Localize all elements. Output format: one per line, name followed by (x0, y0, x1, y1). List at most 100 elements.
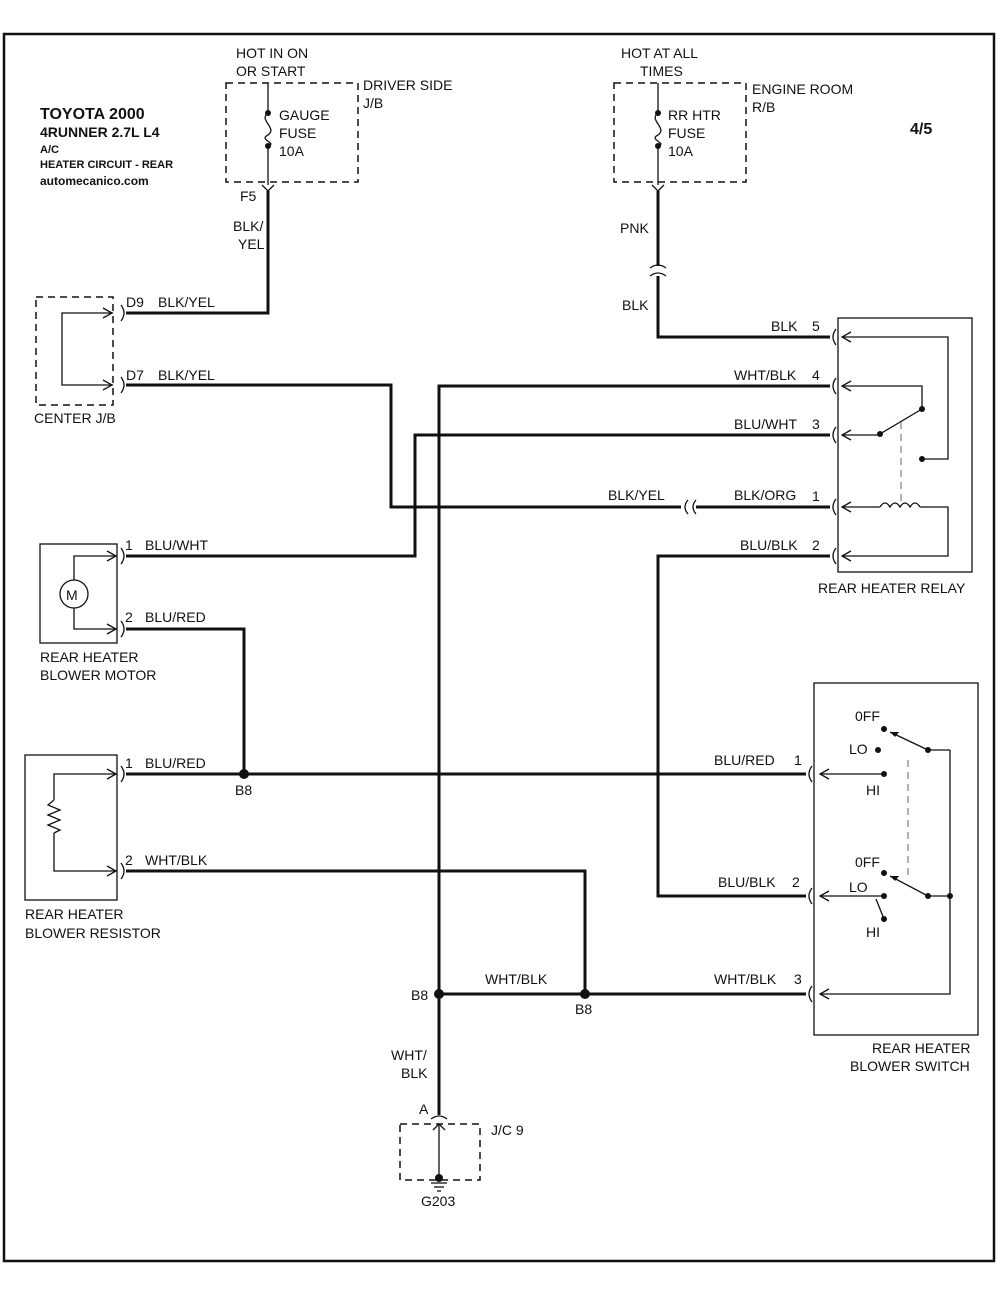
engine-rb-connector-icon (651, 184, 665, 192)
resistor-pin2-arrow-icon (106, 865, 118, 877)
motor-pin2-arrow-icon (106, 623, 118, 635)
driver-jb-name-line2: J/B (363, 95, 383, 111)
switch2-lo-label: LO (849, 879, 868, 895)
wire-label-sw1: BLU/RED (714, 752, 775, 768)
resistor-pin1-connector-icon (120, 765, 125, 783)
driver-jb-power-line2: OR START (236, 63, 306, 79)
wire-label-relay5: BLK (771, 318, 798, 334)
driver-jb-box (225, 82, 359, 183)
wire-to-relay-5 (656, 276, 830, 339)
gauge-fuse-symbol (264, 112, 272, 147)
ground-label: G203 (421, 1193, 455, 1209)
circuit-label: HEATER CIRCUIT - REAR (40, 159, 173, 171)
relay1-inline-connector-left-icon (684, 499, 689, 515)
splice-b8-left-label: B8 (411, 987, 428, 1003)
jc9-box (399, 1123, 481, 1181)
page-number: 4/5 (910, 121, 932, 138)
wire-label-blk-yel-vert-2: YEL (238, 236, 265, 252)
relay-no-contact (877, 431, 883, 437)
wire-label-sw3: WHT/BLK (714, 971, 777, 987)
relay-pin4-internal (842, 385, 923, 409)
relay-pin4-label: 4 (812, 367, 820, 383)
rr-htr-fuse-label-1: RR HTR (668, 107, 721, 123)
wire-label-blk-yel-vert-1: BLK/ (233, 218, 263, 234)
relay-pin4-connector-icon (832, 377, 837, 395)
wire-label-relay3: BLU/WHT (734, 416, 797, 432)
rr-htr-fuse-label-2: FUSE (668, 125, 705, 141)
splice-b8-top-label: B8 (235, 782, 252, 798)
relay1-inline-connector-right-icon (692, 499, 697, 515)
d9-pin-label: D9 (126, 294, 144, 310)
resistor-pin1-label: 1 (125, 755, 133, 771)
switch2-off-contact (881, 870, 887, 876)
wire-label-sw2: BLU/BLK (718, 874, 776, 890)
engine-rb-box (613, 82, 747, 183)
switch-name-line1: REAR HEATER (872, 1040, 971, 1056)
switch-pin2-connector-icon (808, 887, 813, 905)
resistor-lead-bottom (53, 833, 117, 872)
rr-htr-fuse-label-3: 10A (668, 143, 694, 159)
gauge-fuse-label-3: 10A (279, 143, 305, 159)
relay-coil-lead-right (842, 506, 949, 557)
motor-pin2-connector-icon (120, 620, 125, 638)
pnk-blk-connector-bottom-icon (649, 272, 667, 277)
wire-label-motor2: BLU/RED (145, 609, 206, 625)
center-jb-name: CENTER J/B (34, 410, 116, 426)
motor-pin2-label: 2 (125, 609, 133, 625)
relay-pin-markers (832, 328, 852, 565)
wire-d7-to-relay-1 (126, 383, 681, 509)
center-jb-internal-link (61, 312, 113, 386)
wire-f5-to-d9 (126, 191, 270, 315)
diagram-title: TOYOTA 2000 (40, 106, 145, 123)
wire-label-motor1: BLU/WHT (145, 537, 208, 553)
wire-relay4-wht-blk (437, 384, 830, 994)
motor-pin1-label: 1 (125, 537, 133, 553)
switch-pin3-label: 3 (794, 971, 802, 987)
resistor-pin2-label: 2 (125, 852, 133, 868)
switch-pin2-label: 2 (792, 874, 800, 890)
wire-label-blk: BLK (622, 297, 649, 313)
jc9-pin-label: A (419, 1101, 429, 1117)
switch2-hi-label: HI (866, 924, 880, 940)
wire-label-d7: BLK/YEL (158, 367, 215, 383)
motor-lead-top (73, 555, 117, 580)
switch-pin1-connector-icon (808, 765, 813, 783)
relay-name: REAR HEATER RELAY (818, 580, 966, 596)
resistor-name-line2: BLOWER RESISTOR (25, 925, 161, 941)
relay-pin2-connector-icon (832, 547, 837, 565)
relay-pin1-connector-icon (832, 498, 837, 516)
wire-label-relay1: BLK/ORG (734, 487, 796, 503)
wire-label-relay2: BLU/BLK (740, 537, 798, 553)
jc9-name: J/C 9 (491, 1122, 524, 1138)
switch1-hi-label: HI (866, 782, 880, 798)
system-label: A/C (40, 144, 59, 156)
relay-coil-icon (879, 502, 921, 509)
engine-rb-power-line1: HOT AT ALL (621, 45, 698, 61)
relay-pin1-label: 1 (812, 488, 820, 504)
switch-ground-bus (820, 750, 951, 995)
splice-b8-right-label: B8 (575, 1001, 592, 1017)
center-jb-box (35, 296, 114, 406)
switch1-lo-contact (875, 747, 881, 753)
motor-name-line2: BLOWER MOTOR (40, 667, 156, 683)
engine-rb-name-line1: ENGINE ROOM (752, 81, 853, 97)
relay-pin3-connector-icon (832, 426, 837, 444)
driver-jb-name-line1: DRIVER SIDE (363, 77, 452, 93)
relay-pin3-label: 3 (812, 416, 820, 432)
relay-switch-arm (879, 408, 923, 435)
switch2-arm-arrow-icon (890, 876, 899, 881)
switch1-off-label: 0FF (855, 708, 880, 724)
motor-pin1-arrow-icon (106, 550, 118, 562)
d9-connector-icon (120, 304, 125, 322)
diagram-frame (2, 32, 996, 1263)
wire-label-relay4: WHT/BLK (734, 367, 797, 383)
engine-rb-name-line2: R/B (752, 99, 775, 115)
relay-pin5-connector-icon (832, 328, 837, 346)
relay-pin5-label: 5 (812, 318, 820, 334)
jc9-connector-icon (430, 1115, 448, 1120)
wire-relay3-blu-wht (126, 433, 830, 558)
switch-pin3-connector-icon (808, 985, 813, 1003)
blower-motor-box (39, 543, 118, 644)
resistor-pin2-connector-icon (120, 862, 125, 880)
wire-motor2-blu-red (126, 627, 246, 774)
